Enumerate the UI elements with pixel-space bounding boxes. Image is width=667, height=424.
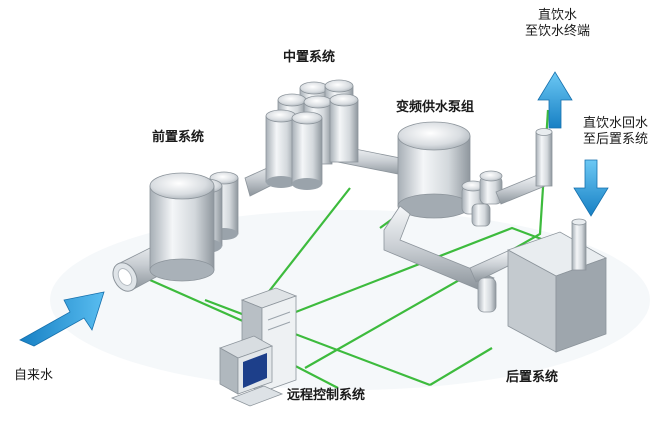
pump-tank	[397, 121, 471, 219]
pump-unit	[471, 203, 491, 227]
pump-group-label: 变频供水泵组	[396, 100, 475, 115]
return-water-label-line1: 直饮水回水	[582, 116, 648, 131]
remote-control-label: 远程控制系统	[287, 388, 366, 403]
return-water-label-line2: 至后置系统	[582, 132, 648, 147]
return-water-label: 直饮水回水 至后置系统	[568, 116, 663, 148]
mid-system-tanks	[265, 79, 359, 190]
mid-tank	[291, 111, 323, 190]
post-system-label: 后置系统	[506, 370, 559, 385]
return-water-arrow	[573, 159, 609, 217]
pre-system-label: 前置系统	[152, 130, 205, 145]
direct-water-outlet-arrow	[537, 71, 573, 129]
outlet-pipe	[495, 128, 553, 205]
direct-water-label-line2: 至饮水终端	[524, 24, 590, 39]
direct-water-label: 直饮水 至饮水终端	[510, 8, 605, 40]
direct-water-label-line1: 直饮水	[537, 8, 577, 23]
mid-tank	[265, 109, 297, 188]
mid-tank	[329, 93, 359, 163]
tap-water-label: 自来水	[14, 368, 54, 383]
remote-control-computer	[219, 287, 298, 407]
pre-system-tanks	[149, 171, 239, 282]
mid-system-label: 中置系统	[283, 50, 336, 65]
post-system-box	[507, 218, 607, 353]
tap-water-inlet-arrow	[19, 291, 105, 347]
